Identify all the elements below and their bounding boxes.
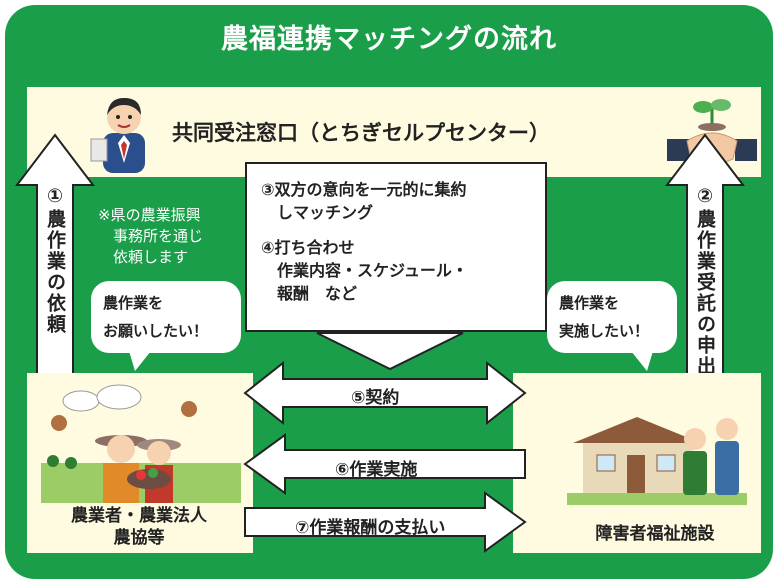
matching-box: ③双方の意向を一元的に集約 しマッチング ④打ち合わせ 作業内容・スケジュール・… [245, 162, 547, 332]
facility-label: 障害者福祉施設 [595, 524, 715, 544]
step3-text: ③双方の意向を一元的に集約 しマッチング [261, 180, 467, 222]
businessman-icon [90, 97, 145, 173]
farmer-panel: 農業者・農業法人 農協等 [27, 373, 253, 553]
bubble-farmer: 農作業を お願いしたい！ [91, 281, 241, 353]
step4-text: ④打ち合わせ 作業内容・スケジュール・ 報酬 など [261, 238, 468, 303]
arrow-step6-work [243, 433, 526, 495]
welfare-facility-icon [567, 417, 747, 505]
step5-label: ⑤契約 [351, 388, 400, 408]
farmer-icon [41, 384, 241, 503]
step1-label: ①農作業の依頼 [44, 185, 66, 335]
farmer-label: 農業者・農業法人 農協等 [71, 506, 207, 548]
step2-label: ②農作業受託の申出 [694, 185, 716, 377]
bubble-facility-tail [631, 351, 653, 371]
arrow-down-to-contract [316, 332, 464, 371]
prefecture-note: ※県の農業振興 事務所を通じ 依頼します [98, 206, 204, 266]
arrow-step5-contract [243, 361, 527, 425]
bubble-farmer-tail [129, 351, 151, 371]
step7-label: ⑦作業報酬の支払い [295, 518, 446, 538]
center-org-label: 共同受注窓口（とちぎセルプセンター） [172, 121, 550, 145]
diagram-frame: 農福連携マッチングの流れ 共同受注窓口（とちぎセルプセンター） ①農 [5, 5, 773, 579]
diagram-title: 農福連携マッチングの流れ [221, 24, 557, 55]
bubble-facility: 農作業を 実施したい！ [547, 281, 677, 353]
step6-label: ⑥作業実施 [335, 460, 418, 480]
facility-panel: 障害者福祉施設 [513, 373, 761, 553]
arrow-step7-payment [244, 491, 527, 553]
